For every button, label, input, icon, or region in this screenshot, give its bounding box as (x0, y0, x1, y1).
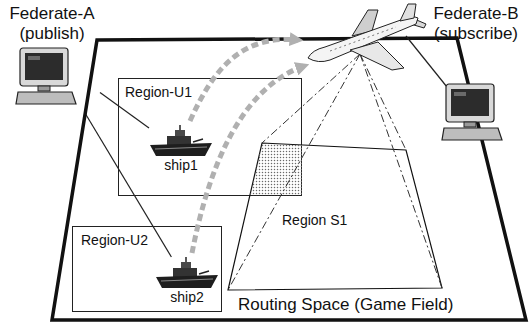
sensor-line (262, 54, 360, 143)
screen-glare (28, 56, 40, 60)
airplane-wing (350, 42, 404, 70)
monitor-case (20, 48, 68, 86)
ship-deckline (155, 147, 207, 149)
region-label: Routing Space (Game Field) (238, 295, 453, 315)
ship-drawing (149, 125, 213, 157)
ship-gun (193, 139, 203, 142)
federate-computer: Federate-A (publish) (4, 4, 100, 112)
ship-hull (156, 275, 218, 288)
ship-deckline (161, 279, 213, 281)
monitor-stand (464, 122, 476, 127)
sensor-line (228, 54, 360, 290)
ship-bridge (181, 262, 191, 269)
monitor-case (446, 84, 494, 122)
link-wire (406, 36, 447, 87)
ship-gun (199, 271, 209, 274)
region-box: Region-U2 ship2 (72, 226, 222, 312)
computer-icon (442, 84, 502, 142)
monitor-screen (25, 53, 63, 80)
ship-icon: ship2 (155, 257, 219, 309)
monitor-screen (451, 89, 489, 116)
routing-space-border (52, 38, 526, 320)
sensor-region-border (228, 143, 442, 290)
ship-icon: ship1 (149, 125, 213, 177)
sensor-lines (228, 54, 442, 290)
update-arrow (190, 39, 298, 121)
node-label: ship1 (164, 157, 197, 173)
region-label: Region-U1 (125, 84, 192, 100)
computer-icon (16, 48, 76, 106)
ship-drawing (155, 257, 219, 289)
ship-superstructure (167, 136, 191, 145)
monitor-stand (38, 86, 50, 91)
computer-base (16, 92, 76, 104)
airplane-fin (400, 4, 416, 21)
sensor-line (360, 54, 442, 288)
region-label: Region-U2 (81, 232, 148, 248)
screen-glare (454, 92, 466, 96)
region-label: Region S1 (282, 212, 347, 228)
ship-superstructure (173, 268, 197, 277)
computer-base (442, 128, 502, 140)
ship-bridge (175, 130, 185, 137)
ship-hull (150, 143, 212, 156)
node-label: ship2 (170, 289, 203, 305)
node-label: Federate-B (subscribe) (424, 4, 528, 43)
overlap-shading (250, 143, 302, 196)
node-label: Federate-A (publish) (4, 4, 100, 43)
federate-computer: Federate-B (subscribe) (424, 4, 528, 154)
